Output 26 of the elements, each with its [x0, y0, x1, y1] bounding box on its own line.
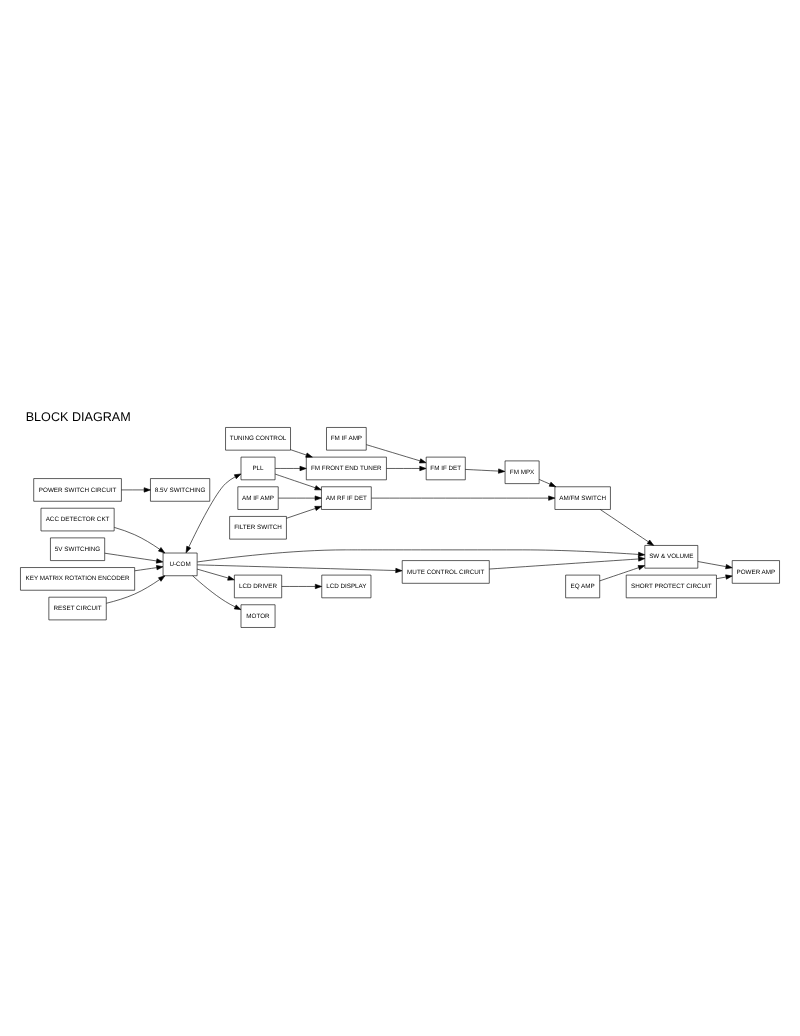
arrow: [286, 506, 322, 519]
arrow: [196, 564, 403, 574]
arrow: [196, 568, 235, 581]
arrow: [121, 487, 151, 493]
arrow: [281, 583, 322, 589]
arrow: [134, 565, 164, 572]
arrow: [114, 527, 166, 554]
arrow: [465, 468, 506, 474]
arrow: [600, 509, 654, 546]
arrow: [274, 473, 322, 491]
arrow: [386, 465, 427, 471]
arrow: [371, 495, 556, 501]
arrow: [290, 449, 313, 458]
arrow: [104, 552, 164, 564]
arrow: [185, 473, 242, 554]
arrow: [697, 561, 733, 570]
arrow: [192, 575, 242, 610]
arrow: [716, 574, 733, 580]
arrow: [278, 495, 322, 501]
arrow: [106, 575, 166, 604]
arrow: [366, 444, 427, 464]
arrow: [599, 565, 646, 582]
arrow: [538, 479, 557, 487]
arrow: [274, 465, 307, 471]
arrow: [197, 549, 646, 563]
arrow: [489, 556, 646, 570]
